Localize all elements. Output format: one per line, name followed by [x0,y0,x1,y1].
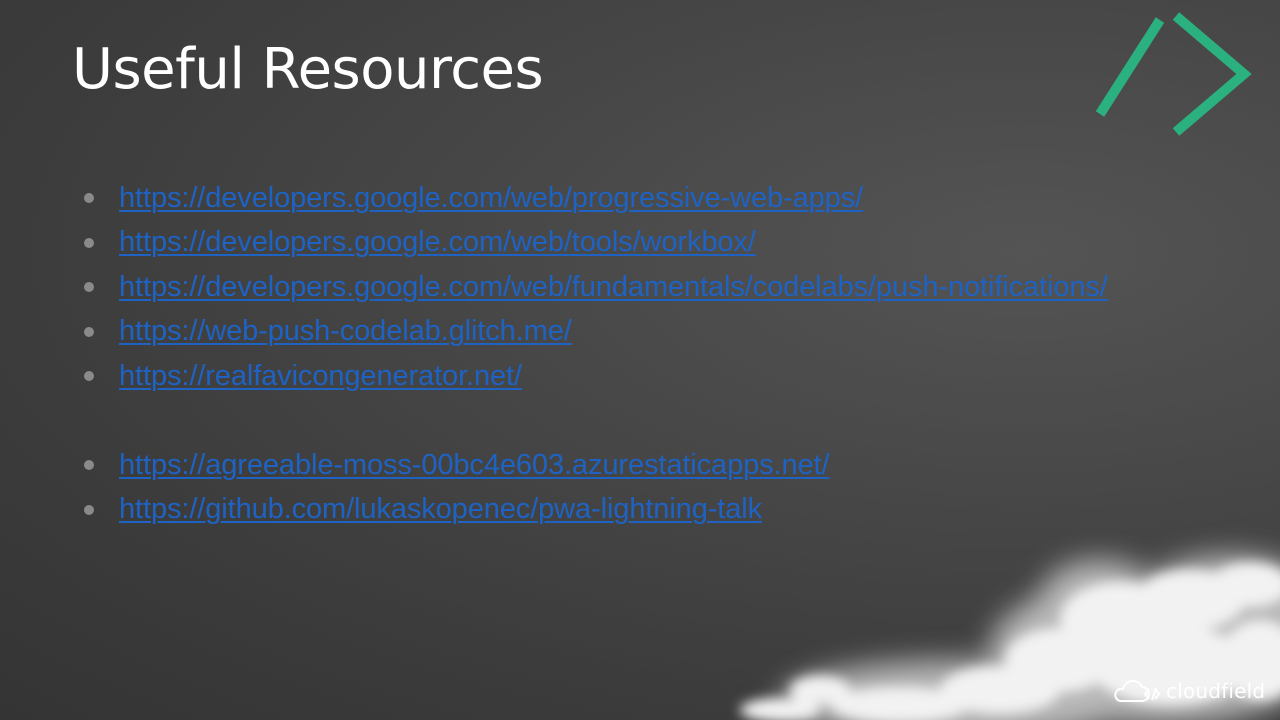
resource-link[interactable]: https://github.com/lukaskopenec/pwa-ligh… [119,493,763,526]
brand-name: cloudfield [1166,679,1266,703]
resource-link[interactable]: https://realfavicongenerator.net/ [119,359,522,392]
list-item: https://agreeable-moss-00bc4e603.azurest… [84,443,1108,488]
resource-link[interactable]: https://developers.google.com/web/fundam… [119,270,1108,303]
list-item: https://web-push-codelab.glitch.me/ [84,310,1108,355]
list-item: https://developers.google.com/web/progre… [84,176,1108,221]
bullet-icon [84,371,94,382]
brand-logo: cloudfield [1112,674,1265,708]
list-item: https://developers.google.com/web/fundam… [84,265,1108,310]
slide-title: Useful Resources [72,37,544,102]
list-item: https://realfavicongenerator.net/ [84,354,1108,399]
resource-link[interactable]: https://developers.google.com/web/tools/… [119,226,756,259]
resource-link[interactable]: https://developers.google.com/web/progre… [119,181,864,214]
list-item: https://github.com/lukaskopenec/pwa-ligh… [84,488,1108,533]
resource-link[interactable]: https://web-push-codelab.glitch.me/ [119,315,572,348]
bullet-icon [84,282,94,293]
bullet-icon [84,326,94,337]
bullet-icon [84,504,94,515]
bullet-icon [84,237,94,248]
resource-link-list: https://developers.google.com/web/progre… [84,176,1108,532]
resource-link[interactable]: https://agreeable-moss-00bc4e603.azurest… [119,448,830,481]
cloud-code-icon [1114,679,1161,702]
bullet-icon [84,193,94,204]
bullet-icon [84,460,94,471]
code-chevron-logo-icon [1095,12,1252,136]
list-item: https://developers.google.com/web/tools/… [84,221,1108,266]
list-spacer [84,399,1108,444]
